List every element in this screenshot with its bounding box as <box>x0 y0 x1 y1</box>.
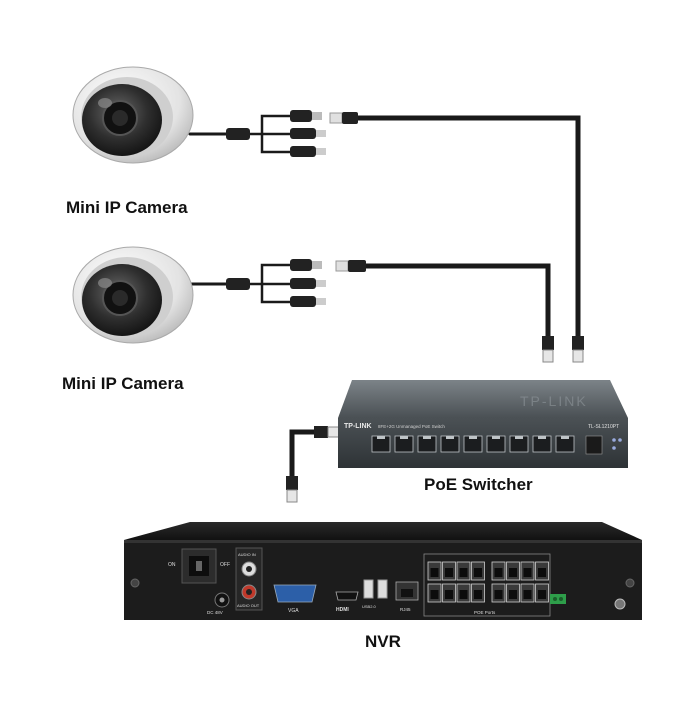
nvr-switch-on: ON <box>168 562 176 568</box>
nvr-poe-port-socket <box>474 568 482 577</box>
nvr-hdmi-port <box>335 591 359 601</box>
nvr-switch-off: OFF <box>220 562 230 568</box>
cable-switch-to-nvr <box>289 429 317 479</box>
nvr-poe-port-socket <box>430 590 439 599</box>
nvr-audio-in-label: AUDIO IN <box>238 552 256 557</box>
switch-port-latch <box>469 436 477 439</box>
switch-description: 8FE+2G Unmanaged PoE Switch <box>378 424 445 429</box>
switch-port-latch <box>400 436 408 439</box>
camera-2 <box>72 246 194 344</box>
nvr-vga-port <box>273 584 317 603</box>
nvr-poe-port-socket <box>494 590 503 599</box>
nvr-poe-port-socket <box>445 590 453 599</box>
switch-label: PoE Switcher <box>424 475 533 494</box>
cable-camera-2-to-switch <box>363 263 551 339</box>
poe-switch: TP-LINK TP-LINK 8FE+2G Unmanaged PoE Swi… <box>338 380 628 468</box>
nvr-poe-port-socket <box>445 568 453 577</box>
nvr-poe-port-socket <box>523 568 532 577</box>
switch-port-latch <box>423 436 431 439</box>
nvr-rj45-label: RJ45 <box>400 607 411 612</box>
nvr-poe-port-socket <box>509 590 517 599</box>
nvr-dc-label: DC 48V <box>207 610 223 615</box>
switch-port-latch <box>538 436 546 439</box>
nvr-poe-ports <box>427 561 549 603</box>
nvr-poe-port-socket <box>538 590 546 599</box>
nvr-hdmi-label: HDMI <box>336 607 349 613</box>
switch-port-latch <box>446 436 454 439</box>
switch-ports <box>371 435 575 453</box>
switch-port-latch <box>377 436 385 439</box>
switch-port-latch <box>515 436 523 439</box>
switch-port-latch <box>561 436 569 439</box>
nvr-poe-port-socket <box>459 568 468 577</box>
camera-1 <box>72 66 194 164</box>
nvr-audio-out-label: AUDIO OUT <box>237 603 260 608</box>
camera-2-label: Mini IP Camera <box>62 374 184 393</box>
nvr: ON OFF DC 48V AUDIO IN AUDIO OUT VGA HDM… <box>124 522 642 620</box>
nvr-poe-port-socket <box>474 590 482 599</box>
nvr-poe-port-socket <box>538 568 546 577</box>
nvr-poe-port-socket <box>459 590 468 599</box>
nvr-poe-port-socket <box>509 568 517 577</box>
switch-top-brand: TP-LINK <box>520 393 588 409</box>
nvr-poe-port-socket <box>494 568 503 577</box>
nvr-poe-port-socket <box>430 568 439 577</box>
switch-sfp-port <box>585 435 603 455</box>
nvr-poe-port-socket <box>523 590 532 599</box>
cable-camera-1-to-switch <box>355 115 581 339</box>
cables <box>188 114 581 479</box>
nvr-poe-label: POE Ports <box>474 610 496 615</box>
nvr-usb-label: USB2.0 <box>362 604 377 609</box>
camera-2-pigtail <box>226 259 366 307</box>
nvr-label: NVR <box>365 632 401 651</box>
nvr-vga-label: VGA <box>288 608 299 614</box>
switch-brand-label: TP-LINK <box>344 423 372 430</box>
camera-1-pigtail <box>226 110 358 157</box>
switch-model: TL-SL1210PT <box>588 424 619 430</box>
switch-port-latch <box>492 436 500 439</box>
camera-1-label: Mini IP Camera <box>66 198 188 217</box>
